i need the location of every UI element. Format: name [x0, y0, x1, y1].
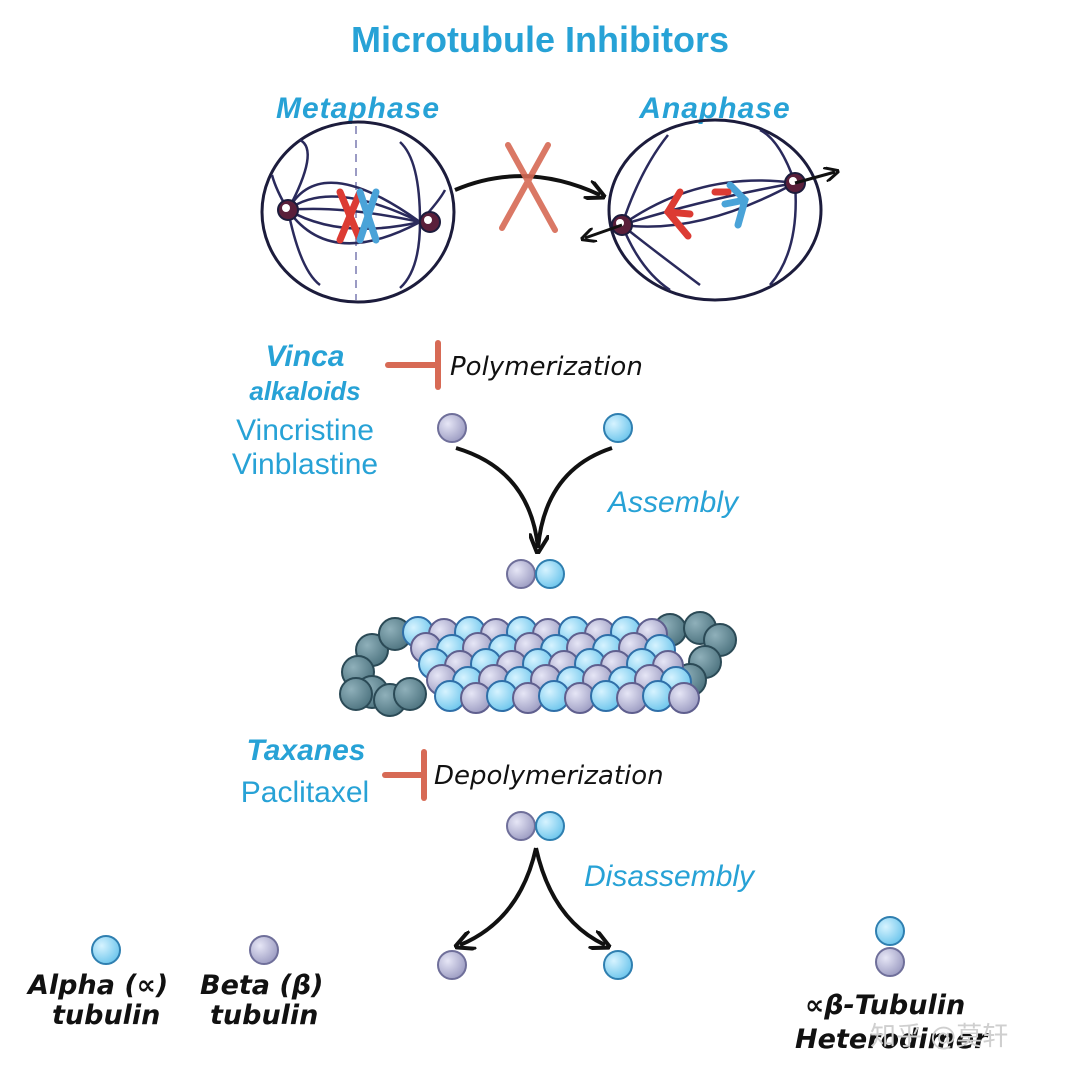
vinca-inhibits-label: Polymerization: [450, 352, 643, 382]
beta-tubulin-released: [603, 950, 633, 980]
disassembly-arrow-left: [460, 847, 538, 945]
taxanes-class: Taxanes: [247, 734, 366, 767]
vinca-drug-2: Vinblastine: [232, 448, 378, 481]
beta-tubulin-monomer: [603, 413, 633, 443]
legend-dimer-icon: [875, 916, 905, 977]
legend-dimer-line1: ∝β-Tubulin: [805, 990, 965, 1021]
disassembly-label: Disassembly: [584, 860, 756, 893]
chromatid-blue-icon: [721, 181, 749, 229]
watermark: 知乎 @莫轩: [870, 1022, 1008, 1052]
alpha-tubulin-monomer: [437, 413, 467, 443]
taxanes-inhibit-icon: [382, 749, 427, 801]
blocked-cross-icon: [499, 142, 558, 233]
legend-beta-icon: [249, 935, 279, 965]
pole-arrow-right-icon: [794, 172, 835, 185]
microtubule-wall-subunit: [393, 677, 427, 711]
assembly-arrow-right: [538, 446, 613, 548]
chromosome-red-icon: [336, 188, 364, 244]
anaphase-cell: [585, 118, 835, 302]
microtubule-alpha-subunit: [668, 682, 700, 714]
vinca-class-line2: alkaloids: [249, 376, 360, 406]
legend-alpha-line1: Alpha (∝): [26, 970, 168, 1001]
alpha-tubulin-released: [437, 950, 467, 980]
heterodimer-assembled: [506, 559, 565, 589]
assembly-label: Assembly: [606, 486, 740, 519]
heterodimer-disassembling: [506, 811, 565, 841]
microtubule-sheet: [339, 611, 737, 717]
taxanes-inhibits-label: Depolymerization: [434, 761, 664, 791]
legend-alpha-line2: tubulin: [52, 1000, 160, 1031]
vinca-inhibit-icon: [385, 340, 441, 390]
disassembly-arrow-right: [534, 847, 605, 945]
legend-alpha-icon: [91, 935, 121, 965]
vinca-drug-1: Vincristine: [236, 414, 374, 447]
metaphase-cell: [260, 120, 456, 304]
page-title: Microtubule Inhibitors: [351, 19, 729, 60]
assembly-arrow: [455, 446, 540, 549]
chromatid-red-icon: [663, 188, 694, 240]
microtubule-wall-subunit: [339, 677, 373, 711]
legend-beta-line1: Beta (β): [200, 970, 323, 1001]
pole-arrow-left-icon: [585, 223, 623, 238]
legend-beta-line2: tubulin: [210, 1000, 318, 1031]
metaphase-label: Metaphase: [276, 92, 440, 125]
legend-dimer-line2: Heterodimer: [795, 1024, 989, 1055]
vinca-class-line1: Vinca: [266, 340, 345, 373]
chromosome-blue-icon: [356, 188, 380, 244]
taxanes-drug-1: Paclitaxel: [241, 776, 369, 809]
